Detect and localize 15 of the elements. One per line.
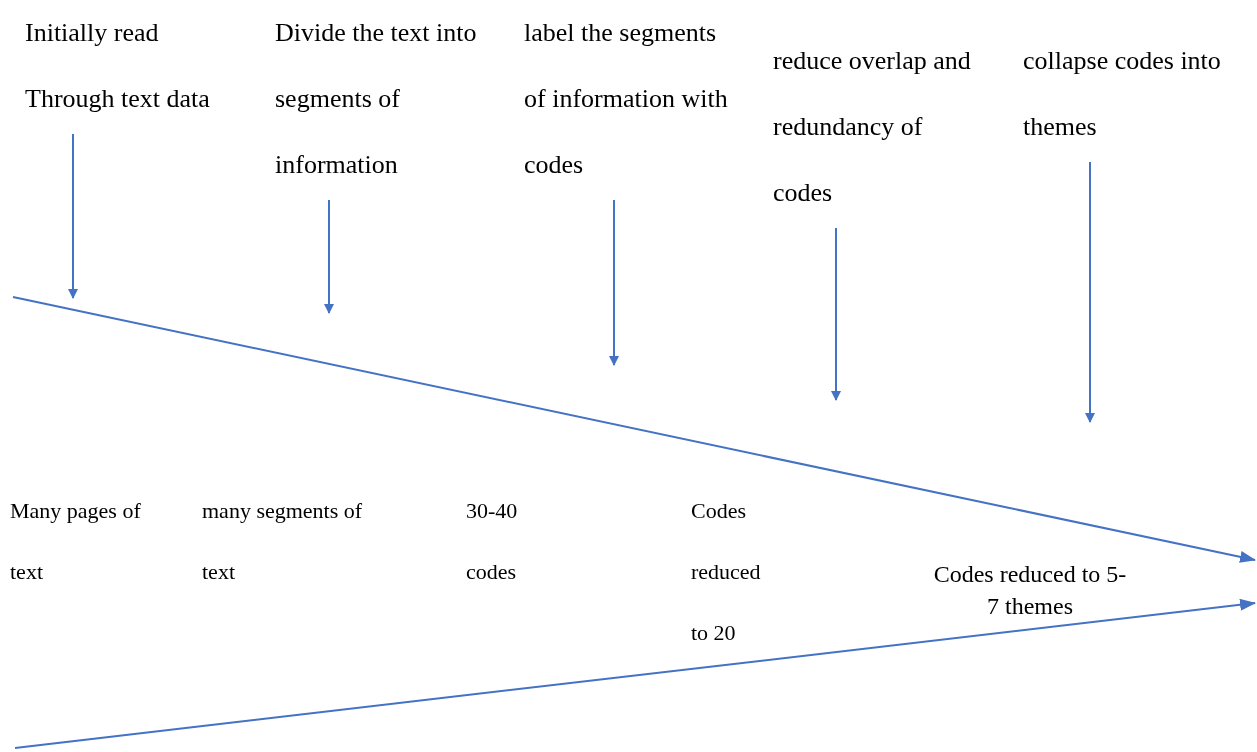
stage-label: Many pages of text — [10, 497, 142, 586]
arrow — [68, 133, 78, 299]
arrow — [1085, 161, 1095, 423]
arrow — [324, 199, 334, 314]
arrow — [831, 227, 841, 401]
stage-label: 30-40 codes — [466, 497, 519, 586]
stage-label: Codes reduced to 5-7 themes — [932, 560, 1128, 621]
step-text: label the segments of information with codes — [524, 0, 744, 198]
stage-label: Codes reduced to 20 — [691, 497, 762, 647]
step-text: collapse codes into themes — [1023, 28, 1223, 160]
arrow — [609, 199, 619, 366]
step-text: Initially read Through text data — [25, 0, 240, 132]
stage-label: many segments of text — [202, 497, 364, 586]
step-text: reduce overlap and redundancy of codes — [773, 28, 988, 226]
step-text: Divide the text into segments of information — [275, 0, 495, 198]
